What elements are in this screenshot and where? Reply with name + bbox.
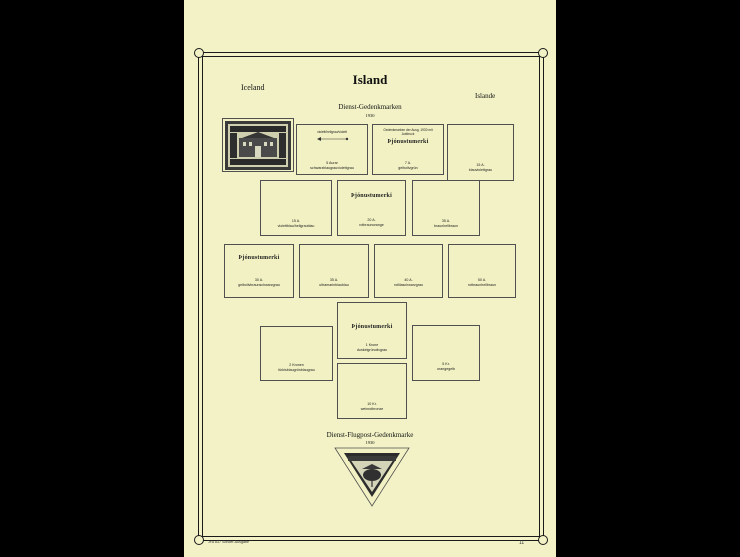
title-french: Islande <box>475 92 496 100</box>
stamp-space-7-aurar: Gedenkmarken der Ausg. 1930 mit Aufdruck… <box>372 124 444 175</box>
stamp-value: 15 A. <box>291 219 301 223</box>
stamp-space-10-kronen: 10 Kr. weinrotbronze <box>337 363 407 419</box>
border-corner <box>194 48 204 58</box>
album-page: Island Iceland Islande Dienst-Gedenkmark… <box>184 0 556 557</box>
stamp-color: rotbraunorange <box>359 222 384 227</box>
stamp-space-15-aurar-b: 15 A. violettblau/hellgraublau <box>260 180 332 236</box>
stamp-space-3-aurar <box>222 118 294 172</box>
page-border <box>194 48 548 545</box>
stamp-space-50-aurar: 50 A. rotbraunhellbraun <box>448 244 516 298</box>
stamp-color: dunkelgrünolivgrau <box>356 347 388 352</box>
stamp-space-2-kronen: 2 Kronen türkisblaugrünblaugrau <box>260 326 333 381</box>
page-border-inner <box>202 56 540 537</box>
overprint-text: Þjónustumerki <box>387 139 429 145</box>
stamp-note: Gedenkmarken der Ausg. 1930 mit Aufdruck <box>383 128 433 136</box>
stamp-color: blauviolettgrau <box>468 167 493 172</box>
stamp-space-35-aurar-a: 35 A. braunhellbraun <box>412 180 480 236</box>
stamp-note: violett/hellgrau/violett <box>317 130 347 134</box>
stamp-value: 30 A. <box>254 278 264 282</box>
overprint-text: Þjónustumerki <box>238 255 280 261</box>
stamp-value: 35 A. <box>441 219 451 223</box>
stamp-space-5-aurar: violett/hellgrau/violett 5 Aurar schwarz… <box>296 124 368 175</box>
parliament-building-stamp-image <box>225 121 291 170</box>
stamp-color: braunhellbraun <box>434 223 458 228</box>
stamp-value: 35 A. <box>329 278 339 282</box>
stamp-space-35-aurar-b: 35 A. ultramarinblaublau <box>299 244 369 298</box>
page-title: Island <box>352 72 388 87</box>
overprint-text: Þjónustumerki <box>351 324 393 330</box>
stamp-space-30-aurar: Þjónustumerki 30 A. gelbolivbraunschwarz… <box>224 244 294 298</box>
stamp-space-5-kronen: 5 Kr. orangegelb <box>412 325 480 381</box>
stamp-value: 10 Kr. <box>367 402 377 406</box>
border-corner <box>538 535 548 545</box>
stamp-value: 7 A. <box>404 161 412 165</box>
stamp-color: gelbolivgrün <box>398 165 418 170</box>
stamp-color: rotbraunhellbraun <box>467 282 497 287</box>
stamp-value: 50 A. <box>477 278 487 282</box>
stamp-value: 5 Aurar <box>326 161 338 165</box>
stamp-value: 1 Krone <box>365 343 379 347</box>
border-corner <box>194 535 204 545</box>
footer-publisher: JFA 837 Sonder-Ausgabe <box>208 540 249 544</box>
section-year: 1930 <box>365 113 375 118</box>
page-number: 11 <box>519 540 525 546</box>
stamp-color: schwarzblaugrauviolettgrau <box>310 165 354 170</box>
overprint-text: Þjónustumerki <box>351 193 392 199</box>
arrow-icon <box>317 137 349 141</box>
stamp-value: 15 A. <box>476 163 485 167</box>
stamp-color: weinrotbronze <box>360 406 384 411</box>
stamp-value: 5 Kr. <box>442 362 450 366</box>
stamp-color: orangegelb <box>437 366 455 371</box>
stamp-value: 2 Kronen <box>289 363 304 367</box>
title-english: Iceland <box>241 83 265 92</box>
stamp-color: gelbolivbraunschwarzgrau <box>238 282 280 287</box>
section-title-official-commemoratives: Dienst-Gedenkmarken <box>338 103 402 111</box>
border-corner <box>538 48 548 58</box>
stamp-space-40-aurar: 40 A. rotlilaschwarzgrau <box>374 244 443 298</box>
stamp-space-1-krone: Þjónustumerki 1 Krone dunkelgrünolivgrau <box>337 302 407 359</box>
stamp-value: 40 A. <box>404 278 413 282</box>
stamp-color: ultramarinblaublau <box>319 282 349 287</box>
section-year: 1930 <box>365 440 375 445</box>
stamp-space-15-aurar-a: 15 A. blauviolettgrau <box>447 124 514 181</box>
stamp-color: rotlilaschwarzgrau <box>394 282 423 287</box>
section-title-airmail: Dienst-Flugpost-Gedenkmarke <box>326 431 414 439</box>
stamp-space-20-aurar: Þjónustumerki 20 A. rotbraunorange <box>337 180 406 236</box>
stamp-color: violettblau/hellgraublau <box>277 223 315 228</box>
stamp-value: 20 A. <box>367 218 376 222</box>
stamp-color: türkisblaugrünblaugrau <box>278 367 315 372</box>
triangle-airmail-stamp-space <box>334 447 410 507</box>
